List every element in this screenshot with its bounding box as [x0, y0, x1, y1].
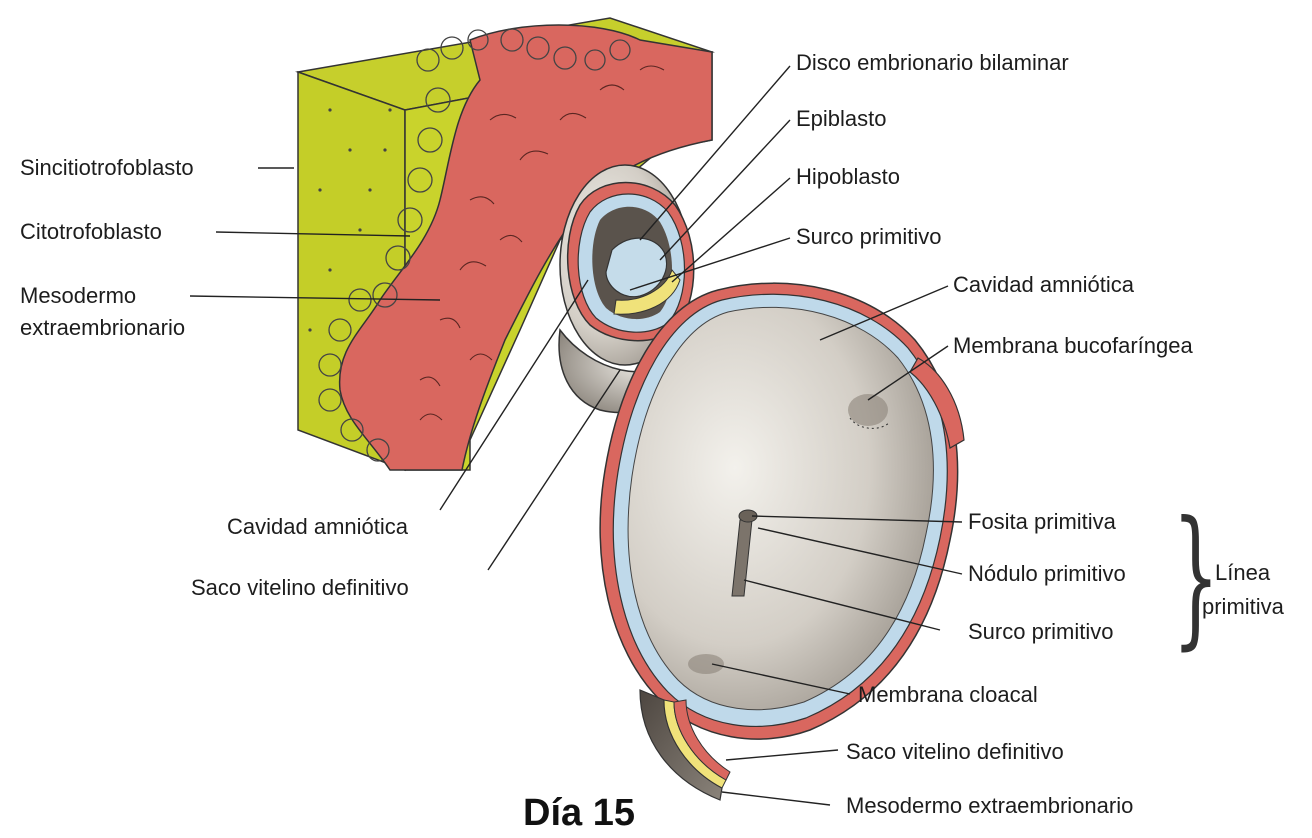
label-membrana-bucofaringea: Membrana bucofaríngea — [953, 333, 1193, 359]
label-saco-vitelino-right: Saco vitelino definitivo — [846, 739, 1064, 765]
label-fosita-primitiva: Fosita primitiva — [968, 509, 1116, 535]
label-disco-embrionario: Disco embrionario bilaminar — [796, 50, 1069, 76]
label-sincitiotrofoblasto: Sincitiotrofoblasto — [20, 155, 194, 181]
label-surco-primitivo-bottom: Surco primitivo — [968, 619, 1113, 645]
label-mesodermo-1: Mesodermo — [20, 283, 136, 309]
label-membrana-cloacal: Membrana cloacal — [858, 682, 1038, 708]
label-nodulo-primitivo: Nódulo primitivo — [968, 561, 1126, 587]
label-mesodermo-extraembrionario: Mesodermo extraembrionario — [846, 793, 1133, 819]
label-cavidad-amniotica-left: Cavidad amniótica — [227, 514, 408, 540]
label-cavidad-amniotica-right: Cavidad amniótica — [953, 272, 1134, 298]
linea-primitiva-brace: } — [1172, 502, 1220, 652]
label-epiblasto: Epiblasto — [796, 106, 887, 132]
label-primitiva: primitiva — [1202, 594, 1284, 620]
label-hipoblasto: Hipoblasto — [796, 164, 900, 190]
diagram-title: Día 15 — [523, 792, 635, 835]
label-surco-primitivo-top: Surco primitivo — [796, 224, 941, 250]
bucopharyngeal-membrane — [848, 394, 888, 426]
cloacal-membrane — [688, 654, 724, 674]
embryo-main-section — [600, 283, 964, 800]
label-saco-vitelino-left: Saco vitelino definitivo — [191, 575, 409, 601]
label-mesodermo-2: extraembrionario — [20, 315, 185, 341]
label-linea: Línea — [1215, 560, 1270, 586]
label-citotrofoblasto: Citotrofoblasto — [20, 219, 162, 245]
